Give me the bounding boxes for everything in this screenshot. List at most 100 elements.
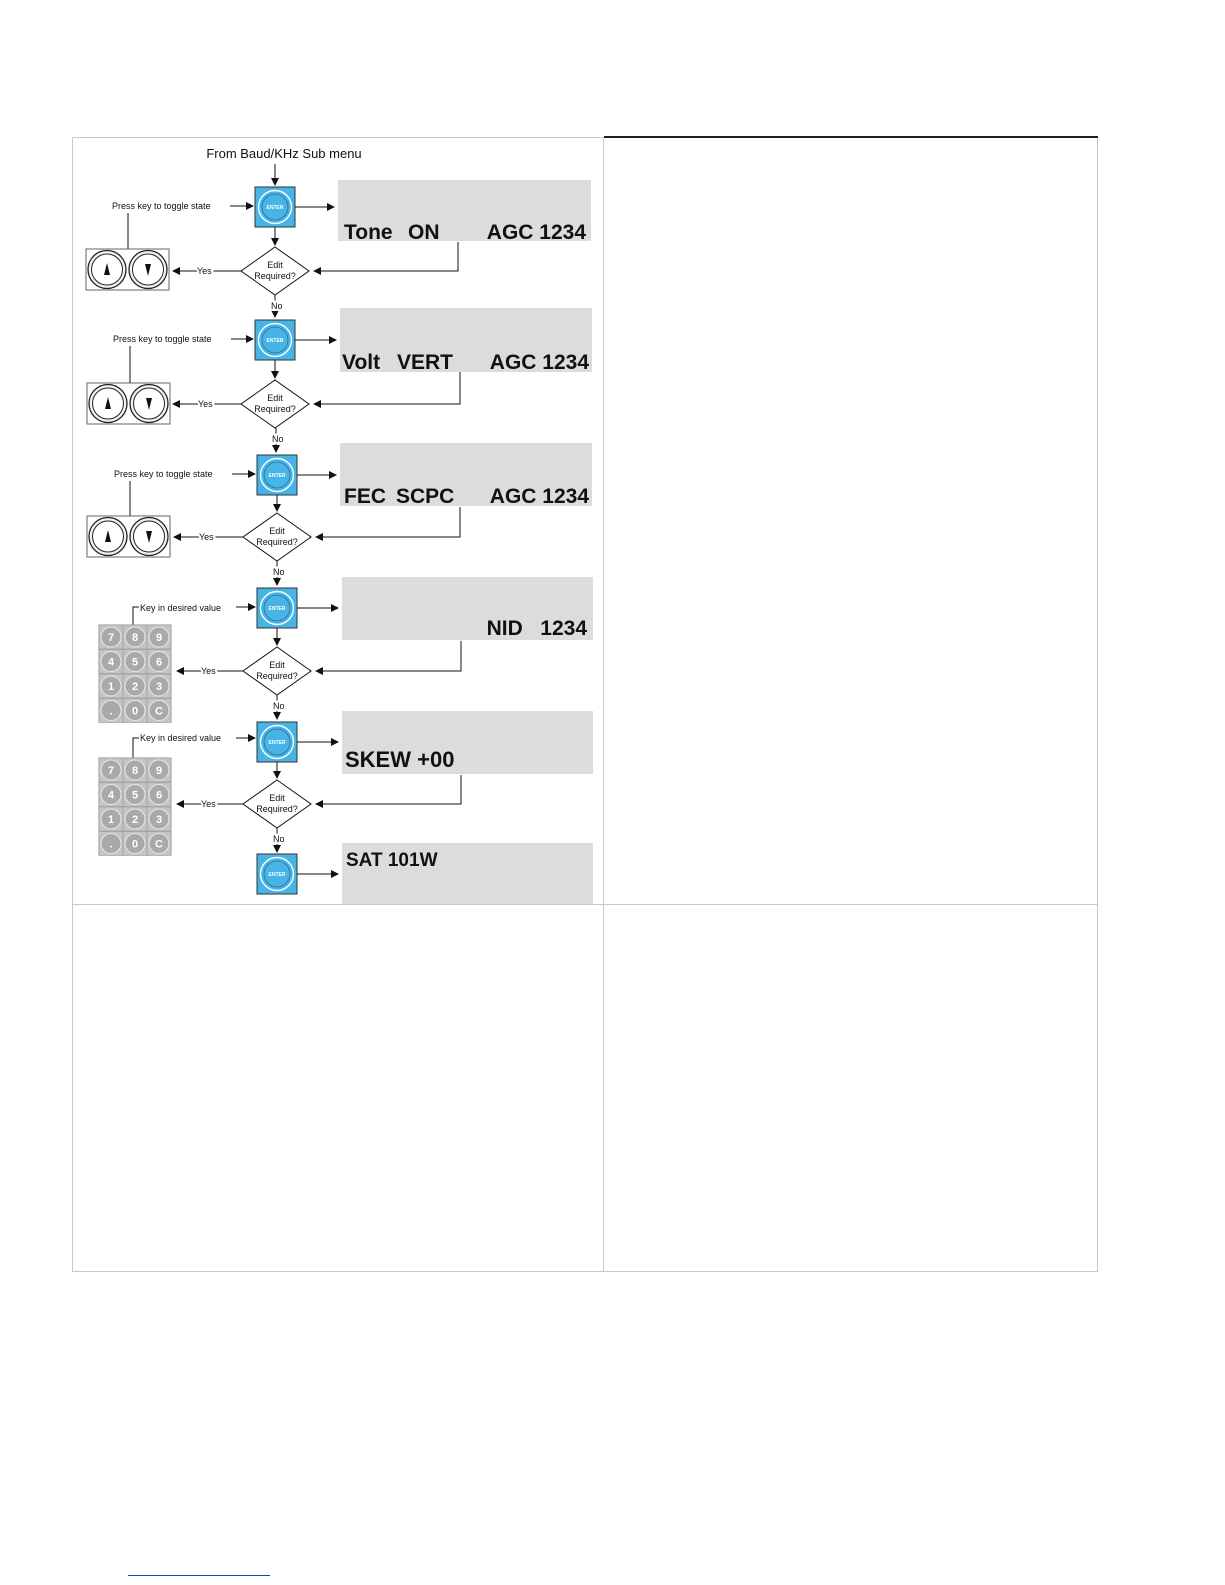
keypad-key[interactable]: 3 — [146, 806, 172, 832]
feedback-arrow — [315, 775, 462, 808]
keypad-key-label: 7 — [108, 765, 114, 777]
yes-label: Yes — [201, 666, 216, 676]
keypad-key[interactable]: 9 — [146, 624, 172, 650]
arrow-keys[interactable] — [86, 382, 171, 425]
keypad-key[interactable]: 2 — [122, 673, 148, 699]
keypad-key[interactable]: . — [98, 698, 124, 723]
keypad-key[interactable]: 7 — [98, 757, 124, 783]
yes-label: Yes — [199, 532, 214, 542]
up-arrow-key[interactable] — [88, 516, 128, 557]
toggle-hint: Press key to toggle state — [114, 469, 213, 479]
lcd-left: SKEW +00 — [345, 747, 454, 772]
no-label-bg: No — [273, 834, 285, 844]
keypad-key[interactable]: 8 — [122, 624, 148, 650]
lcd-mid: SCPC — [396, 485, 454, 508]
keypad-key[interactable]: 9 — [146, 757, 172, 783]
lcd-left: Tone — [344, 221, 393, 244]
keypad-key-label: 8 — [132, 632, 138, 644]
lcd-left: FEC — [344, 485, 386, 508]
arrow-keys[interactable] — [85, 248, 170, 291]
keypad-key-label: 6 — [156, 657, 162, 669]
down-arrow-key[interactable] — [129, 516, 169, 557]
table-top-rule — [604, 136, 1098, 138]
svg-text:ENTER: ENTER — [269, 740, 286, 746]
keypad-key-label: 0 — [132, 706, 138, 718]
keypad-key-label: 1 — [108, 681, 114, 693]
keypad-key-label: C — [155, 706, 163, 718]
keypad-key-label: . — [109, 839, 112, 851]
key-hint: Key in desired value — [140, 733, 221, 743]
svg-text:ENTER: ENTER — [267, 205, 284, 211]
lcd-display-volt: Volt VERT AGC 1234 — [340, 308, 592, 374]
svg-text:Required?: Required? — [256, 537, 298, 547]
toggle-hint: Press key to toggle state — [113, 334, 212, 344]
keypad-key[interactable]: 4 — [98, 649, 124, 674]
keypad-key-label: . — [109, 706, 112, 718]
enter-key[interactable]: ENTER — [256, 853, 298, 895]
lcd-right: AGC 1234 — [487, 221, 587, 244]
keypad-key[interactable]: 6 — [146, 649, 172, 674]
lcd-top: SAT 101W — [346, 850, 438, 871]
yes-label-bg: Yes — [197, 266, 212, 276]
keypad-key[interactable]: 8 — [122, 757, 148, 783]
keypad-key[interactable]: 5 — [122, 649, 148, 674]
enter-key[interactable]: ENTER — [254, 186, 296, 228]
keypad-key[interactable]: 6 — [146, 782, 172, 807]
yes-label-bg: Yes — [198, 399, 213, 409]
down-arrow-key[interactable] — [129, 383, 169, 424]
no-label-bg: No — [273, 701, 285, 711]
enter-key[interactable]: ENTER — [256, 587, 298, 629]
enter-key[interactable]: ENTER — [254, 319, 296, 361]
up-arrow-key[interactable] — [88, 383, 128, 424]
keypad-key[interactable]: 0 — [122, 698, 148, 723]
lcd-display-nid: NID 1234 — [342, 577, 593, 640]
keypad-key[interactable]: 7 — [98, 624, 124, 650]
keypad-key[interactable]: 2 — [122, 806, 148, 832]
no-label: No — [271, 301, 283, 311]
enter-key[interactable]: ENTER — [256, 721, 298, 763]
down-arrow-key[interactable] — [128, 249, 168, 290]
keypad-key[interactable]: C — [146, 698, 172, 723]
keypad-key[interactable]: 3 — [146, 673, 172, 699]
yes-label-bg: Yes — [199, 532, 214, 542]
svg-text:Required?: Required? — [256, 804, 298, 814]
up-arrow-key[interactable] — [87, 249, 127, 290]
svg-text:Edit: Edit — [269, 526, 285, 536]
no-label: No — [272, 434, 284, 444]
keypad-key[interactable]: 4 — [98, 782, 124, 807]
lcd-mid: ON — [408, 221, 440, 244]
start-label: From Baud/KHz Sub menu — [206, 146, 361, 161]
hint-line — [132, 737, 139, 758]
hint-line — [132, 606, 139, 625]
feedback-arrow — [313, 372, 461, 408]
lcd-left: Volt — [342, 351, 380, 374]
keypad-key[interactable]: 1 — [98, 806, 124, 832]
svg-text:ENTER: ENTER — [269, 473, 286, 479]
keypad-key-label: 4 — [108, 657, 115, 669]
svg-text:Required?: Required? — [256, 671, 298, 681]
lcd-display-fec: FEC SCPC AGC 1234 — [340, 443, 592, 508]
feedback-arrow — [315, 641, 462, 675]
keypad-key[interactable]: 1 — [98, 673, 124, 699]
lcd-right: AGC 1234 — [490, 485, 590, 508]
decision-edit-required: Edit Required? — [242, 779, 312, 829]
keypad-key[interactable]: C — [146, 831, 172, 856]
keypad-key-label: 3 — [156, 681, 162, 693]
keypad-key[interactable]: . — [98, 831, 124, 856]
key-hint: Key in desired value — [140, 603, 221, 613]
keypad-key[interactable]: 0 — [122, 831, 148, 856]
keypad-key-label: 2 — [132, 814, 138, 826]
lcd-right: NID 1234 — [487, 617, 588, 640]
keypad-key-label: 3 — [156, 814, 162, 826]
keypad-key[interactable]: 5 — [122, 782, 148, 807]
svg-text:Edit: Edit — [269, 793, 285, 803]
keypad-key-label: 1 — [108, 814, 114, 826]
svg-text:Edit: Edit — [267, 260, 283, 270]
keypad-key-label: 2 — [132, 681, 138, 693]
enter-key[interactable]: ENTER — [256, 454, 298, 496]
arrow-keys[interactable] — [86, 515, 171, 558]
yes-label: Yes — [197, 266, 212, 276]
